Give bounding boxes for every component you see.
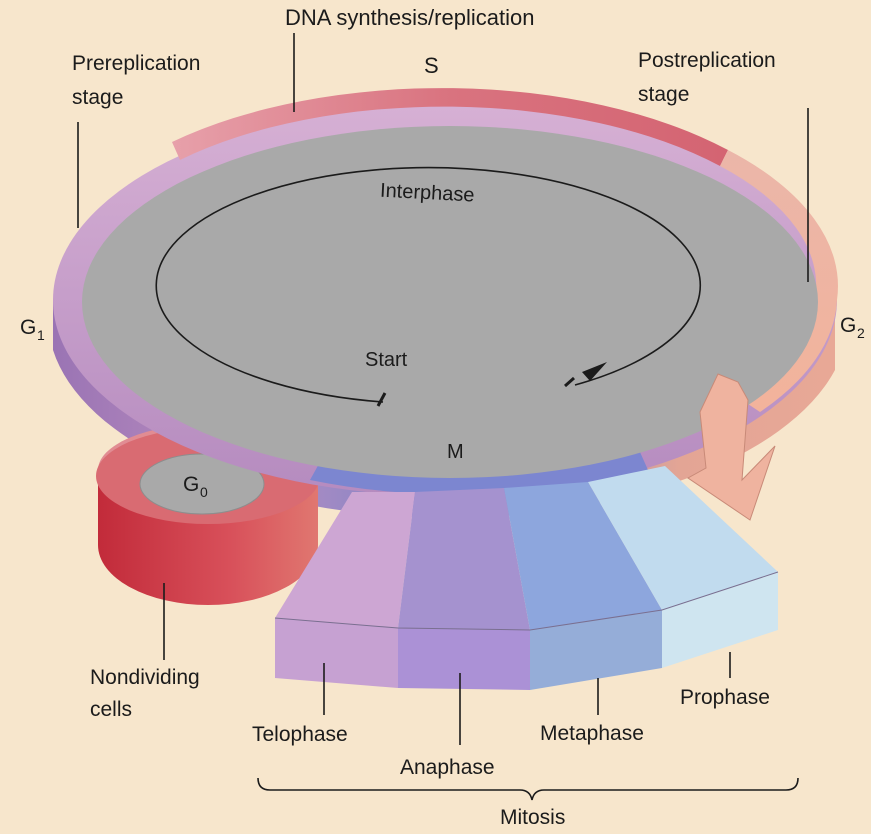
anaphase-label: Anaphase [400, 756, 495, 779]
anaphase-front [398, 628, 530, 690]
svg-text:2: 2 [857, 325, 865, 341]
prereplication-label: Prereplication [72, 52, 200, 75]
postreplication-label: Postreplication [638, 49, 776, 72]
mitosis-fan [275, 466, 778, 690]
start-label: Start [365, 349, 408, 371]
m-label: M [447, 441, 464, 463]
svg-text:G: G [183, 473, 199, 496]
svg-text:G: G [840, 314, 856, 337]
prophase-label: Prophase [680, 686, 770, 709]
nondividing-label: Nondividing [90, 666, 200, 689]
telophase-front [275, 618, 398, 688]
g1-label: G 1 [20, 316, 45, 343]
prereplication-label-line2: stage [72, 86, 123, 109]
mitosis-brace [258, 778, 798, 800]
nondividing-label-line2: cells [90, 698, 132, 721]
s-label: S [424, 53, 439, 78]
svg-text:G: G [20, 316, 36, 339]
svg-text:1: 1 [37, 327, 45, 343]
metaphase-label: Metaphase [540, 722, 644, 745]
mitosis-label: Mitosis [500, 806, 565, 829]
g2-label: G 2 [840, 314, 865, 341]
svg-text:0: 0 [200, 484, 208, 500]
title-label: DNA synthesis/replication [285, 5, 534, 30]
telophase-label: Telophase [252, 723, 348, 746]
postreplication-label-line2: stage [638, 83, 689, 106]
